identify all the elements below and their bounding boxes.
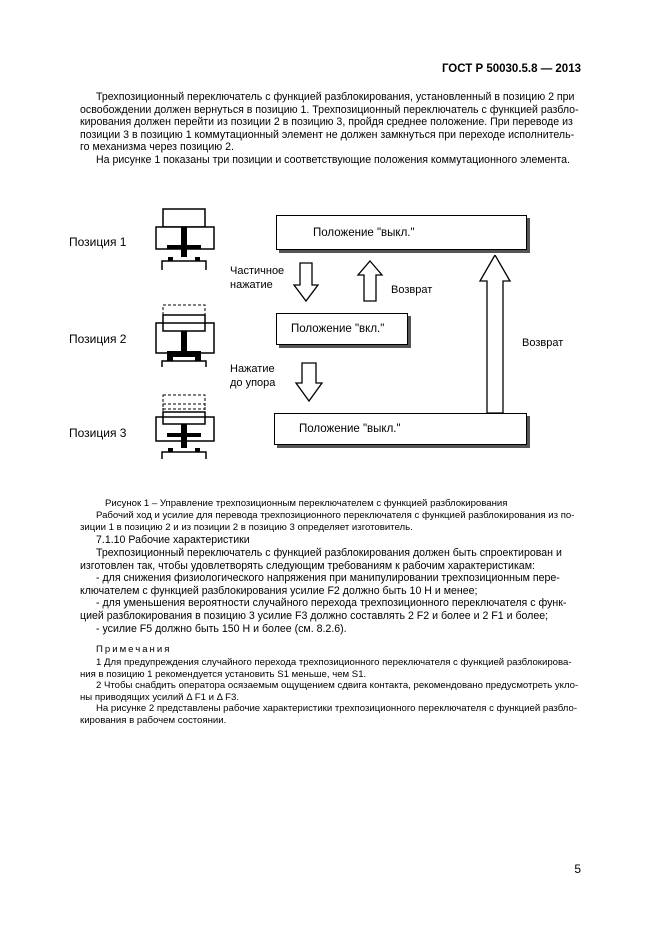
text-line: изготовлен так, чтобы удовлетворять след…: [80, 559, 535, 572]
text-line: На рисунке 1 показаны три позиции и соот…: [96, 153, 570, 166]
text-line: нажатие: [230, 279, 273, 291]
state-on-label: Положение "вкл.": [291, 323, 385, 335]
arrow-up-large-icon: [478, 255, 512, 414]
notes-block: 1 Для предупреждения случайного перехода…: [80, 657, 581, 727]
state-box-on: Положение "вкл.": [276, 313, 408, 345]
text-line: кирования в рабочем состоянии.: [80, 714, 227, 726]
text-line: Нажатие: [230, 363, 275, 375]
text-line: ния в позицию 1 рекомендуется установить…: [80, 668, 367, 680]
text-line: до упора: [230, 377, 276, 389]
text-line: позиции 3 в позицию 1 коммутационный эле…: [80, 128, 575, 141]
text-line: го механизма через позицию 2.: [80, 141, 234, 154]
switch-position-1: [155, 208, 215, 270]
text-line: освобождении должен вернуться в позицию …: [80, 103, 579, 116]
return-large-label: Возврат: [522, 337, 564, 349]
position-1-label: Позиция 1: [69, 235, 127, 249]
full-press-label: Нажатие до упора: [230, 362, 275, 390]
work-travel-paragraph: Рабочий ход и усилие для перевода трехпо…: [80, 510, 581, 533]
text-line: Трехпозиционный переключатель с функцией…: [96, 547, 562, 559]
position-3-label: Позиция 3: [69, 426, 127, 440]
section-heading: 7.1.10 Рабочие характеристики: [96, 534, 250, 546]
figure-1: Позиция 1 Позиция 2 Позиция 3: [0, 195, 661, 495]
state-box-off-1: Положение "выкл.": [276, 215, 527, 250]
notes-title: Примечания: [96, 644, 172, 655]
text-line: Частичное: [230, 265, 285, 277]
text-line: Рабочий ход и усилие для перевода трехпо…: [96, 510, 575, 521]
switch-position-3: [155, 394, 215, 459]
text-line: кирования должен перейти из позиции 2 в …: [80, 116, 573, 129]
switch-diagrams: [155, 208, 215, 459]
text-line: - для снижения физиологического напряжен…: [96, 572, 560, 585]
state-off-label: Положение "выкл.": [313, 226, 415, 239]
text-line: 2 Чтобы снабдить оператора осязаемым ощу…: [96, 680, 579, 692]
text-line: - усилие F5 должно быть 150 Н и более (с…: [96, 622, 347, 635]
text-line: 1 Для предупреждения случайного перехода…: [96, 657, 572, 668]
text-line: цией разблокирования в позицию 3 усилие …: [80, 609, 549, 622]
text-line: - для уменьшения вероятности случайного …: [96, 597, 567, 610]
text-line: ны приводящих усилий Δ F1 и Δ F3.: [80, 691, 240, 703]
figure-caption: Рисунок 1 – Управление трехпозиционным п…: [105, 498, 508, 509]
text-line: Трехпозиционный переключатель с функцией…: [96, 91, 575, 103]
partial-press-label: Частичное нажатие: [230, 264, 284, 292]
switch-position-2: [155, 304, 215, 367]
arrows: [292, 255, 512, 414]
requirements-paragraph: Трехпозиционный переключатель с функцией…: [80, 547, 581, 635]
page-number: 5: [574, 862, 581, 876]
intro-paragraph: Трехпозиционный переключатель с функцией…: [80, 91, 581, 167]
state-box-off-3: Положение "выкл.": [274, 413, 527, 445]
text-line: ключателем с функцией разблокирования ус…: [80, 584, 478, 597]
return-small-label: Возврат: [391, 284, 433, 296]
text-line: На рисунке 2 представлены рабочие характ…: [96, 703, 578, 715]
arrow-down-icon: [292, 262, 320, 303]
arrow-down-icon: [294, 362, 324, 403]
arrow-up-icon: [356, 260, 384, 302]
state-off-label: Положение "выкл.": [299, 423, 401, 435]
text-line: зиции 1 в позицию 2 и из позиции 2 в поз…: [80, 521, 413, 533]
position-2-label: Позиция 2: [69, 332, 127, 346]
document-header: ГОСТ Р 50030.5.8 — 2013: [441, 63, 581, 75]
